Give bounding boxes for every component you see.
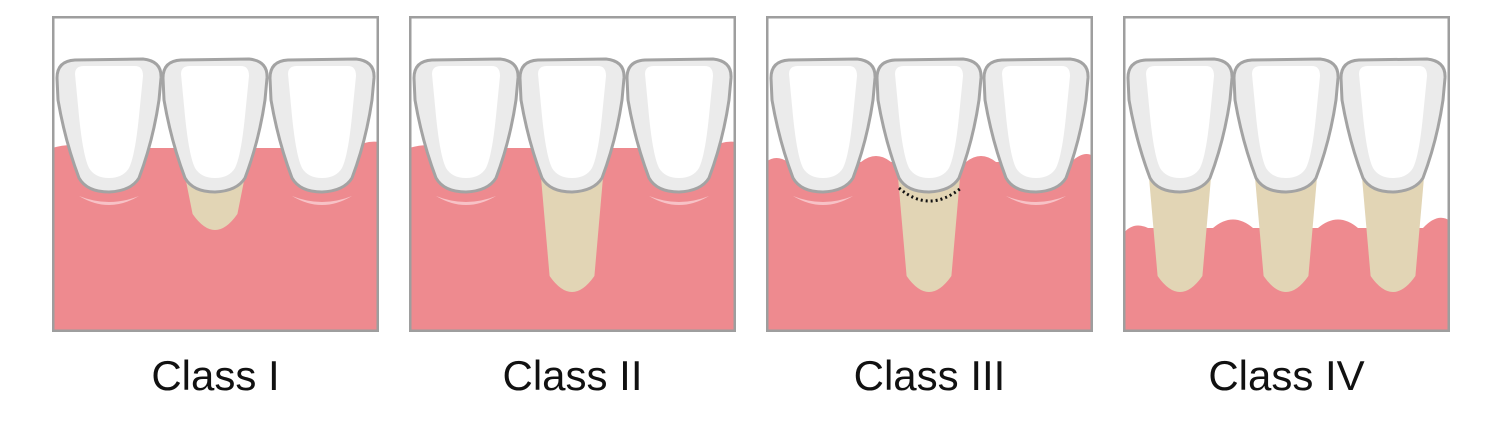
- tooth-enamel: [288, 66, 356, 178]
- exposed-root: [1361, 166, 1425, 292]
- panel-illustration: [52, 16, 379, 332]
- gum-highlight: [793, 196, 853, 205]
- panel-class-4: [1123, 16, 1450, 332]
- panel-frame: [766, 16, 1093, 332]
- tooth-enamel: [538, 66, 606, 178]
- label-class-2: Class II: [502, 352, 643, 399]
- mucogingival-line: [898, 186, 962, 203]
- panel-class-2: [409, 16, 736, 332]
- panel-frame: [1123, 16, 1450, 332]
- tooth-enamel: [1146, 66, 1214, 178]
- gum-highlight: [436, 196, 496, 205]
- tooth-enamel: [789, 66, 857, 178]
- panel-illustration: [409, 16, 736, 332]
- gum: [52, 141, 379, 332]
- gum-highlight: [1006, 196, 1066, 205]
- exposed-root: [540, 166, 604, 292]
- tooth-enamel: [1002, 66, 1070, 178]
- panel-frame: [52, 16, 379, 332]
- panel-class-3: [766, 16, 1093, 332]
- tooth-enamel: [895, 66, 963, 178]
- tooth-enamel: [645, 66, 713, 178]
- label-class-3: Class III: [853, 352, 1006, 399]
- panel-illustration: [766, 16, 1093, 332]
- tooth-enamel: [181, 66, 249, 178]
- gum-highlight: [79, 196, 139, 205]
- tooth-enamel: [432, 66, 500, 178]
- exposed-root: [1254, 166, 1318, 292]
- label-class-1: Class I: [151, 352, 280, 399]
- gum-highlight: [649, 196, 709, 205]
- panel-illustration: [1123, 16, 1450, 332]
- panel-frame: [409, 16, 736, 332]
- tooth-enamel: [1359, 66, 1427, 178]
- gum-highlight: [292, 196, 352, 205]
- tooth-enamel: [1252, 66, 1320, 178]
- tooth-enamel: [75, 66, 143, 178]
- panel-class-1: [52, 16, 379, 332]
- exposed-root: [1148, 166, 1212, 292]
- label-class-4: Class IV: [1208, 352, 1365, 399]
